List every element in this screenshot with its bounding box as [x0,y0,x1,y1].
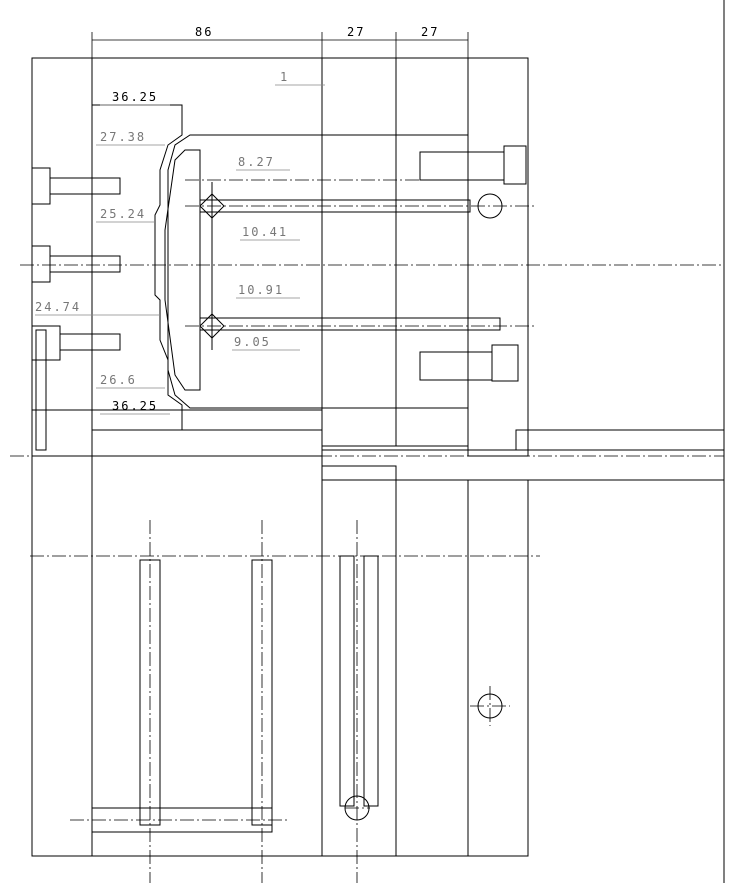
label-inner-3: 10.41 [242,225,288,239]
left-clamp-plate-lower [31,455,93,857]
ejector-bar [321,449,725,481]
ejector-bar-end [515,429,725,451]
label-left-6: 36.25 [112,399,158,413]
ejector-pin-lower [199,317,501,331]
middle-plate-2-upper [395,57,469,447]
core-insert [167,134,469,409]
label-left-3: 25.24 [100,207,146,221]
left-channel [31,409,323,457]
right-plate-upper [467,57,529,457]
dim-top-3: 27 [421,25,439,39]
top-dimension-lines [91,32,469,58]
label-left-4: 24.74 [35,300,81,314]
label-inner-2: 8.27 [238,155,275,169]
left-channel-side [35,329,47,451]
right-plate-lower [467,479,529,857]
right-bolts [419,145,527,382]
centerlines [10,179,724,883]
inner-leader-lines [232,84,325,351]
label-left-5: 26.6 [100,373,137,387]
label-inner-5: 9.05 [234,335,271,349]
middle-plate-1-lower [321,465,397,857]
dim-top-2: 27 [347,25,365,39]
left-clamp-plate-upper [31,57,93,457]
left-bolts [31,167,121,361]
middle-plate-1-upper [321,57,397,447]
cavity-space [164,149,201,391]
cavity-plate-lower [91,455,323,857]
label-inner-4: 10.91 [238,283,284,297]
label-left-1: 36.25 [112,90,158,104]
cooling-channels [91,555,379,833]
front-insert [91,104,183,431]
middle-plate-2-lower [395,479,469,857]
dim-top-1: 86 [195,25,213,39]
label-left-2: 27.38 [100,130,146,144]
left-leader-lines [35,104,170,415]
label-inner-1: 1 [280,70,289,84]
